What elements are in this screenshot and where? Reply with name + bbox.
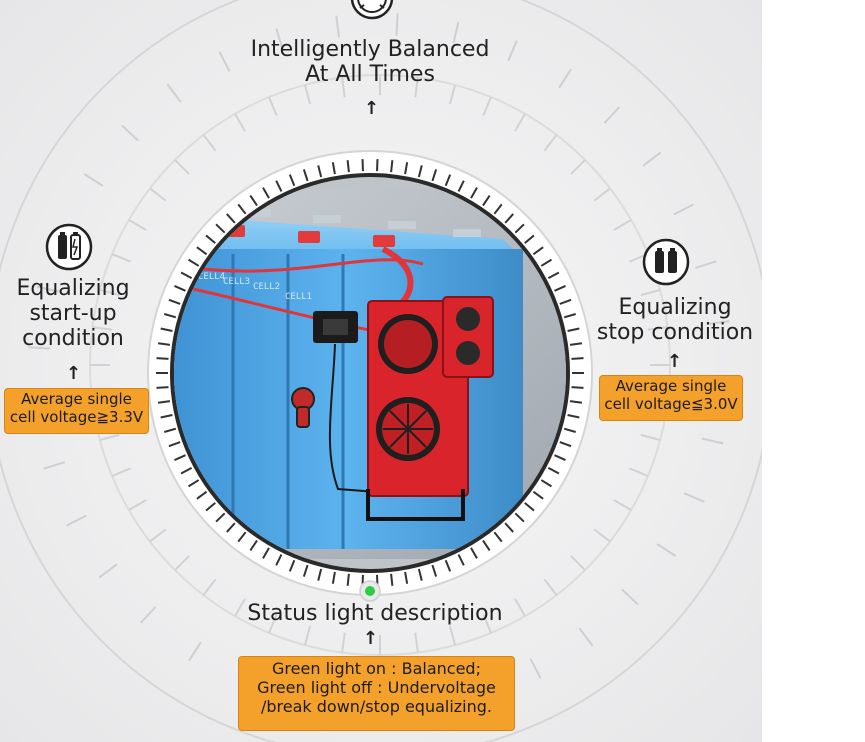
right-title-line2: stop condition [596, 319, 754, 345]
start-box-line1: Average single [21, 390, 132, 408]
cell-label: CELL4 [198, 272, 225, 282]
battery-block [174, 249, 523, 549]
status-light-title: Status light description [247, 601, 503, 626]
balance-gauge-icon [350, 0, 394, 20]
status-box-line2: Green light off : Undervoltage [257, 677, 496, 697]
left-title-line2: start-up [29, 300, 117, 326]
up-arrow-icon: ↑ [364, 98, 380, 119]
up-arrow-icon: ↑ [363, 628, 379, 649]
cell-label: CELL2 [253, 282, 280, 292]
top-title-line1: Intelligently Balanced [250, 37, 490, 62]
cell-label: CELL1 [285, 292, 312, 302]
secondary-board [442, 296, 494, 378]
start-condition-box: Average single cell voltage≧3.3V [4, 388, 149, 434]
infographic-panel: CELL4 CELL3 CELL2 CELL1 [0, 0, 762, 742]
top-title-line2: At All Times [305, 61, 435, 87]
right-title-line1: Equalizing [618, 295, 732, 320]
right-title: Equalizing stop condition [590, 295, 760, 346]
left-title: Equalizing start-up condition [0, 276, 148, 352]
status-indicator-light [359, 580, 381, 602]
battery-pair-icon [642, 238, 690, 286]
battery-pack-illustration: CELL4 CELL3 CELL2 CELL1 [174, 189, 566, 559]
status-box-line3: /break down/stop equalizing. [260, 696, 493, 716]
stop-box-line2: cell voltage≦3.0V [604, 394, 738, 413]
status-box-line1: Green light on : Balanced; [272, 659, 481, 678]
cell-label: CELL3 [223, 277, 250, 287]
left-title-line1: Equalizing [16, 276, 130, 301]
start-box-line2: cell voltage≧3.3V [9, 407, 144, 426]
left-title-line3: condition [22, 325, 124, 351]
battery-charging-icon [45, 223, 93, 271]
top-title: Intelligently Balanced At All Times [220, 37, 520, 88]
status-description-box: Green light on : Balanced; Green light o… [238, 656, 515, 731]
up-arrow-icon: ↑ [66, 363, 82, 384]
stop-box-line1: Average single [615, 377, 727, 395]
stop-condition-box: Average single cell voltage≦3.0V [599, 375, 743, 421]
up-arrow-icon: ↑ [667, 351, 683, 372]
